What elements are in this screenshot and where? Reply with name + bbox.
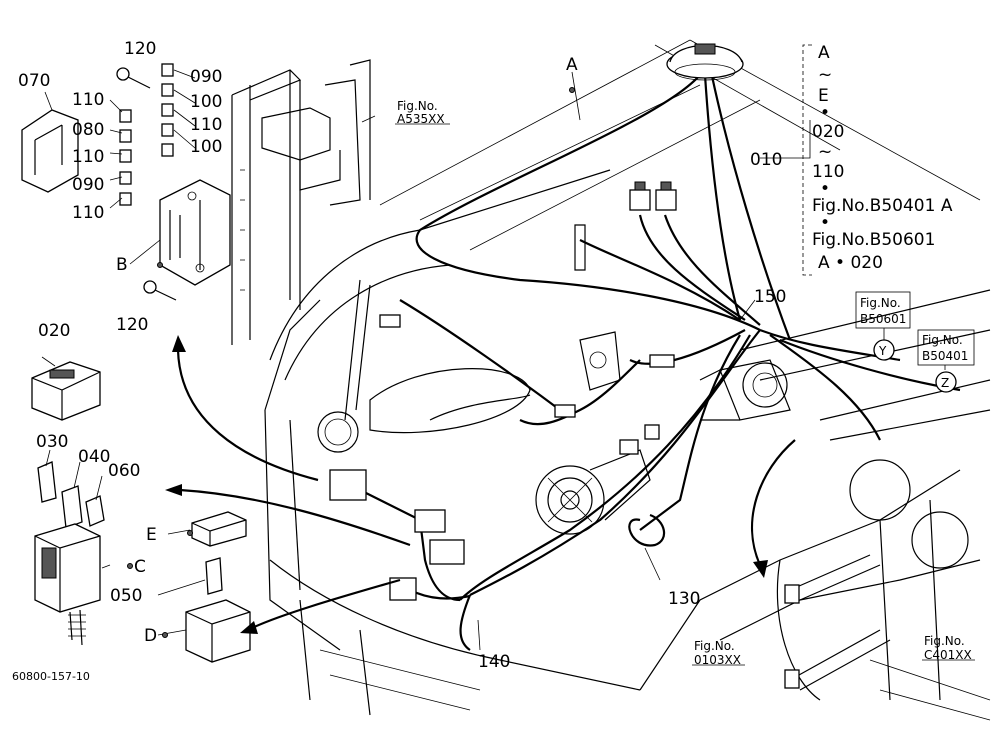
relay-E [191, 511, 247, 547]
callout-Z [935, 371, 957, 393]
fuse-box-020 [31, 361, 101, 421]
legend-line-10: • [820, 213, 830, 233]
footer-code: 60800-157-10 [12, 670, 90, 683]
label-150: 150 [754, 287, 786, 307]
leader-lines [41, 69, 811, 651]
label-120-top: 120 [124, 39, 156, 59]
label-110-a: 110 [72, 90, 104, 110]
legend-line-3: E [818, 86, 829, 106]
label-Y: Y [878, 344, 887, 358]
label-090-right: 090 [190, 67, 222, 87]
label-060: 060 [108, 461, 140, 481]
part-labels: 120 070 110 080 110 090 110 090 100 110 … [18, 39, 949, 672]
clip-050 [205, 557, 223, 595]
label-D: D [144, 626, 157, 646]
wire-harness [329, 74, 961, 651]
label-040: 040 [78, 447, 110, 467]
machine-body-outline [231, 39, 991, 721]
fig-ref-labels: Fig.No. A535XX Fig.No. B50601 Fig.No. B5… [397, 99, 972, 667]
label-050: 050 [110, 586, 142, 606]
label-010: 010 [750, 150, 782, 170]
fig-b50401-line1: Fig.No. [922, 333, 963, 347]
fig-b50601-line1: Fig.No. [860, 296, 901, 310]
horn-dome [666, 43, 744, 81]
label-110-b: 110 [72, 147, 104, 167]
connector-060 [85, 495, 105, 527]
label-B: B [116, 255, 128, 275]
legend-text: A ~ E • 020 ~ 110 • Fig.No.B50401 A • Fi… [812, 43, 953, 273]
fig-ref-b50601-box [855, 291, 911, 340]
label-110-right: 110 [190, 115, 222, 135]
legend-line-7: 110 [812, 162, 844, 182]
label-070: 070 [18, 71, 50, 91]
legend-line-5: 020 [812, 122, 844, 142]
fig-ref-b50401-box [917, 329, 975, 370]
label-A: A [566, 55, 578, 75]
fig-b50601-line2: B50601 [860, 312, 906, 326]
label-030: 030 [36, 432, 68, 452]
legend-line-11: Fig.No.B50601 [812, 230, 935, 250]
fig-a535-line2: A535XX [397, 112, 445, 126]
relay-box-B [159, 179, 231, 286]
label-130: 130 [668, 589, 700, 609]
fig-c401-line2: C401XX [924, 648, 972, 662]
label-140: 140 [478, 652, 510, 672]
label-E: E [146, 525, 157, 545]
label-090-left: 090 [72, 175, 104, 195]
label-120-bottom: 120 [116, 315, 148, 335]
screw-120-bottom [143, 280, 177, 301]
fig-b50401-line2: B50401 [922, 349, 968, 363]
legend-line-9: Fig.No.B50401 A [812, 196, 953, 216]
fig-c401-line1: Fig.No. [924, 634, 965, 648]
connector-030 [37, 461, 57, 503]
fig-0103-line1: Fig.No. [694, 639, 735, 653]
relay-holder-D [185, 599, 251, 663]
legend-line-12: A • 020 [818, 253, 883, 273]
label-100-a: 100 [190, 92, 222, 112]
label-110-c: 110 [72, 203, 104, 223]
connector-040 [61, 485, 83, 529]
label-Z: Z [941, 376, 949, 390]
fig-a535-line1: Fig.No. [397, 99, 438, 113]
label-100-b: 100 [190, 137, 222, 157]
screw-120-top [116, 67, 151, 89]
cover-070 [21, 109, 79, 193]
callout-Y [873, 339, 895, 361]
label-C: C [134, 557, 146, 577]
relay-socket-C [34, 523, 101, 646]
label-020: 020 [38, 321, 70, 341]
fig-0103-line2: 0103XX [694, 653, 741, 667]
direction-arrows [165, 335, 796, 634]
label-080: 080 [72, 120, 104, 140]
fuse-clips-left [119, 109, 132, 206]
fuse-clips-right [161, 63, 174, 157]
legend-line-6: ~ [818, 142, 832, 162]
legend-line-1: A [818, 43, 830, 63]
legend-bracket [802, 44, 812, 276]
legend-line-8: • [820, 179, 830, 199]
legend-line-2: ~ [818, 65, 832, 85]
legend-line-4: • [820, 103, 830, 123]
